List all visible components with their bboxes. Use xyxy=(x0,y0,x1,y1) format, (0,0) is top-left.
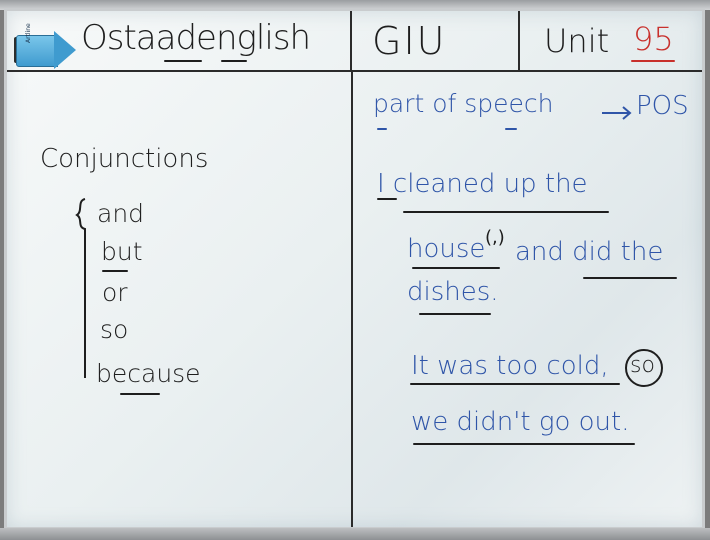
conj-item-and: and xyxy=(97,199,145,228)
right-arrow-icon xyxy=(602,106,632,120)
sentence2-so: so xyxy=(630,353,655,378)
conjunctions-heading: Conjunctions xyxy=(40,144,209,174)
sentence2-underline-1 xyxy=(410,383,620,385)
conj-item-so: so xyxy=(100,315,129,344)
sentence1-and-did-the: and did the xyxy=(515,237,664,267)
sentence1-line1: I cleaned up the xyxy=(377,169,588,199)
course-title: GIU xyxy=(372,19,447,63)
whiteboard-eraser-icon[interactable]: Artline xyxy=(14,23,78,69)
eraser-body xyxy=(16,35,58,67)
unit-number: 95 xyxy=(633,20,674,58)
whiteboard: Ostaadenglish GIU Unit 95 Conjunctions a… xyxy=(4,8,705,530)
sentence2-line2: we didn't go out. xyxy=(411,407,630,437)
brand-underline-2 xyxy=(221,60,247,62)
so-circle xyxy=(625,349,663,387)
because-underline xyxy=(120,393,160,395)
center-divider xyxy=(351,71,353,527)
pos-underline-1 xyxy=(377,128,387,130)
unit-number-underline xyxy=(631,60,675,62)
sentence1-dishes: dishes. xyxy=(407,277,499,307)
header-col-divider-1 xyxy=(350,11,352,71)
house-underline xyxy=(412,267,500,269)
conj-item-but: but xyxy=(101,237,143,266)
sentence1-house: house xyxy=(407,234,486,264)
conj-item-or: or xyxy=(102,278,128,307)
eraser-brand: Artline xyxy=(25,23,32,43)
header-divider xyxy=(7,70,702,72)
but-underline xyxy=(102,270,128,272)
pos-abbr: POS xyxy=(636,91,689,121)
unit-label: Unit xyxy=(544,22,610,60)
board-top-frame xyxy=(0,0,710,10)
sentence2-line1: It was too cold, xyxy=(411,351,609,381)
eraser-tip xyxy=(54,31,76,69)
did-the-underline xyxy=(583,277,677,279)
sentence1-underline-1 xyxy=(403,211,609,213)
brand-title: Ostaadenglish xyxy=(81,18,311,58)
sentence1-underline-I xyxy=(377,198,397,200)
dishes-underline xyxy=(419,313,491,315)
header-col-divider-2 xyxy=(518,11,520,71)
conj-item-because: because xyxy=(96,359,201,388)
sentence2-underline-2 xyxy=(413,443,635,445)
pos-underline-2 xyxy=(505,128,517,130)
brand-underline-1 xyxy=(164,60,202,62)
pos-text: part of speech xyxy=(373,89,554,118)
list-bracket xyxy=(75,198,86,378)
marker-tray xyxy=(0,528,710,540)
sentence1-comma: (,) xyxy=(485,227,505,248)
